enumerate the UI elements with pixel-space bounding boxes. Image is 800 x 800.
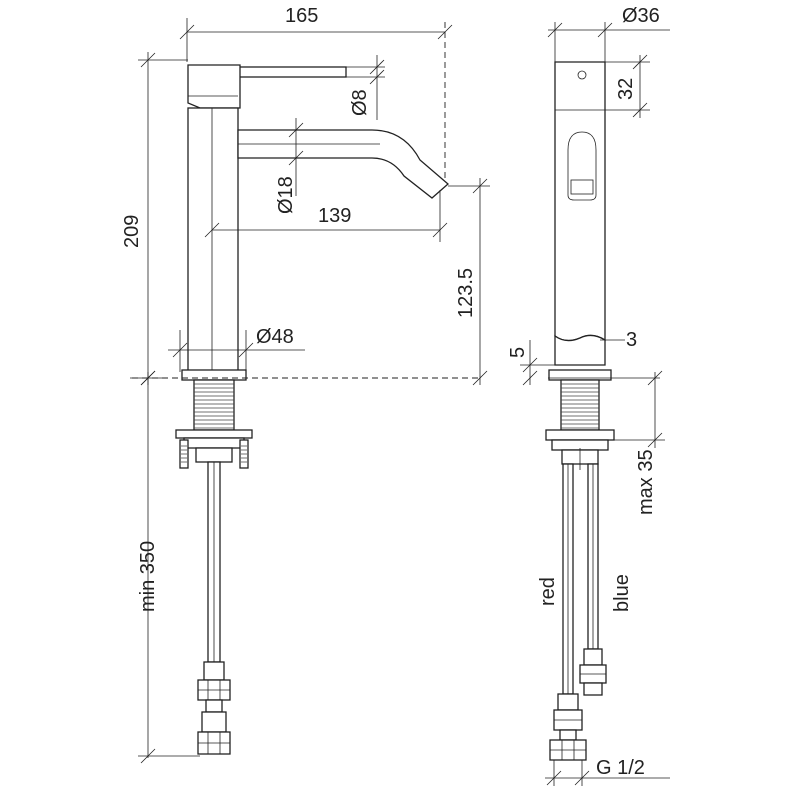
label-123-5: 123.5 <box>455 268 477 318</box>
dim-base-3: 3 <box>600 329 637 351</box>
dim-base-diameter: Ø48 <box>168 326 305 372</box>
label-139: 139 <box>318 205 351 227</box>
front-threaded-shank <box>560 379 600 431</box>
label-32: 32 <box>615 78 637 100</box>
label-g-1-2: G 1/2 <box>596 757 645 779</box>
label-red: red <box>537 577 559 606</box>
fitting-red <box>549 693 587 761</box>
hose-side-view <box>207 461 221 663</box>
hose-fittings-side <box>197 661 231 755</box>
label-min-350: min 350 <box>137 541 159 612</box>
front-base-ring <box>548 369 612 381</box>
label-d36: Ø36 <box>622 5 660 27</box>
label-165: 165 <box>285 5 318 27</box>
dim-handle-diameter: Ø8 <box>346 55 385 120</box>
label-d8: Ø8 <box>349 89 371 116</box>
dim-max-deck: max 35 <box>614 370 665 515</box>
dim-overall-width: 165 <box>179 5 453 180</box>
faucet-body <box>187 107 239 379</box>
dim-spout-diameter: Ø18 <box>275 118 304 214</box>
front-mounting-plate <box>545 429 615 470</box>
fitting-blue <box>579 648 607 696</box>
front-body <box>554 61 606 366</box>
label-d18: Ø18 <box>275 176 297 214</box>
mounting-plate <box>175 429 253 469</box>
label-5: 5 <box>507 347 529 358</box>
label-3: 3 <box>626 329 637 351</box>
threaded-shank <box>193 379 235 431</box>
label-209: 209 <box>121 215 143 248</box>
dim-body-diameter: Ø36 <box>547 5 670 62</box>
spout <box>237 129 449 199</box>
label-d48: Ø48 <box>256 326 294 348</box>
dim-min-hose: min 350 <box>137 370 200 764</box>
dim-spout-reach: 139 <box>204 190 448 242</box>
base-ring <box>181 369 247 381</box>
side-view: 165 Ø8 <box>121 5 490 764</box>
label-max-35: max 35 <box>635 449 657 515</box>
dim-base-5: 5 <box>507 340 555 386</box>
dim-thread: G 1/2 <box>545 757 670 786</box>
front-view: Ø36 32 5 3 <box>507 5 670 786</box>
handle-lever <box>187 64 347 109</box>
dim-spout-height: 123.5 <box>448 178 490 386</box>
dim-height-32: 32 <box>605 54 650 118</box>
label-blue: blue <box>611 574 633 612</box>
dim-total-height: 209 <box>121 52 188 386</box>
